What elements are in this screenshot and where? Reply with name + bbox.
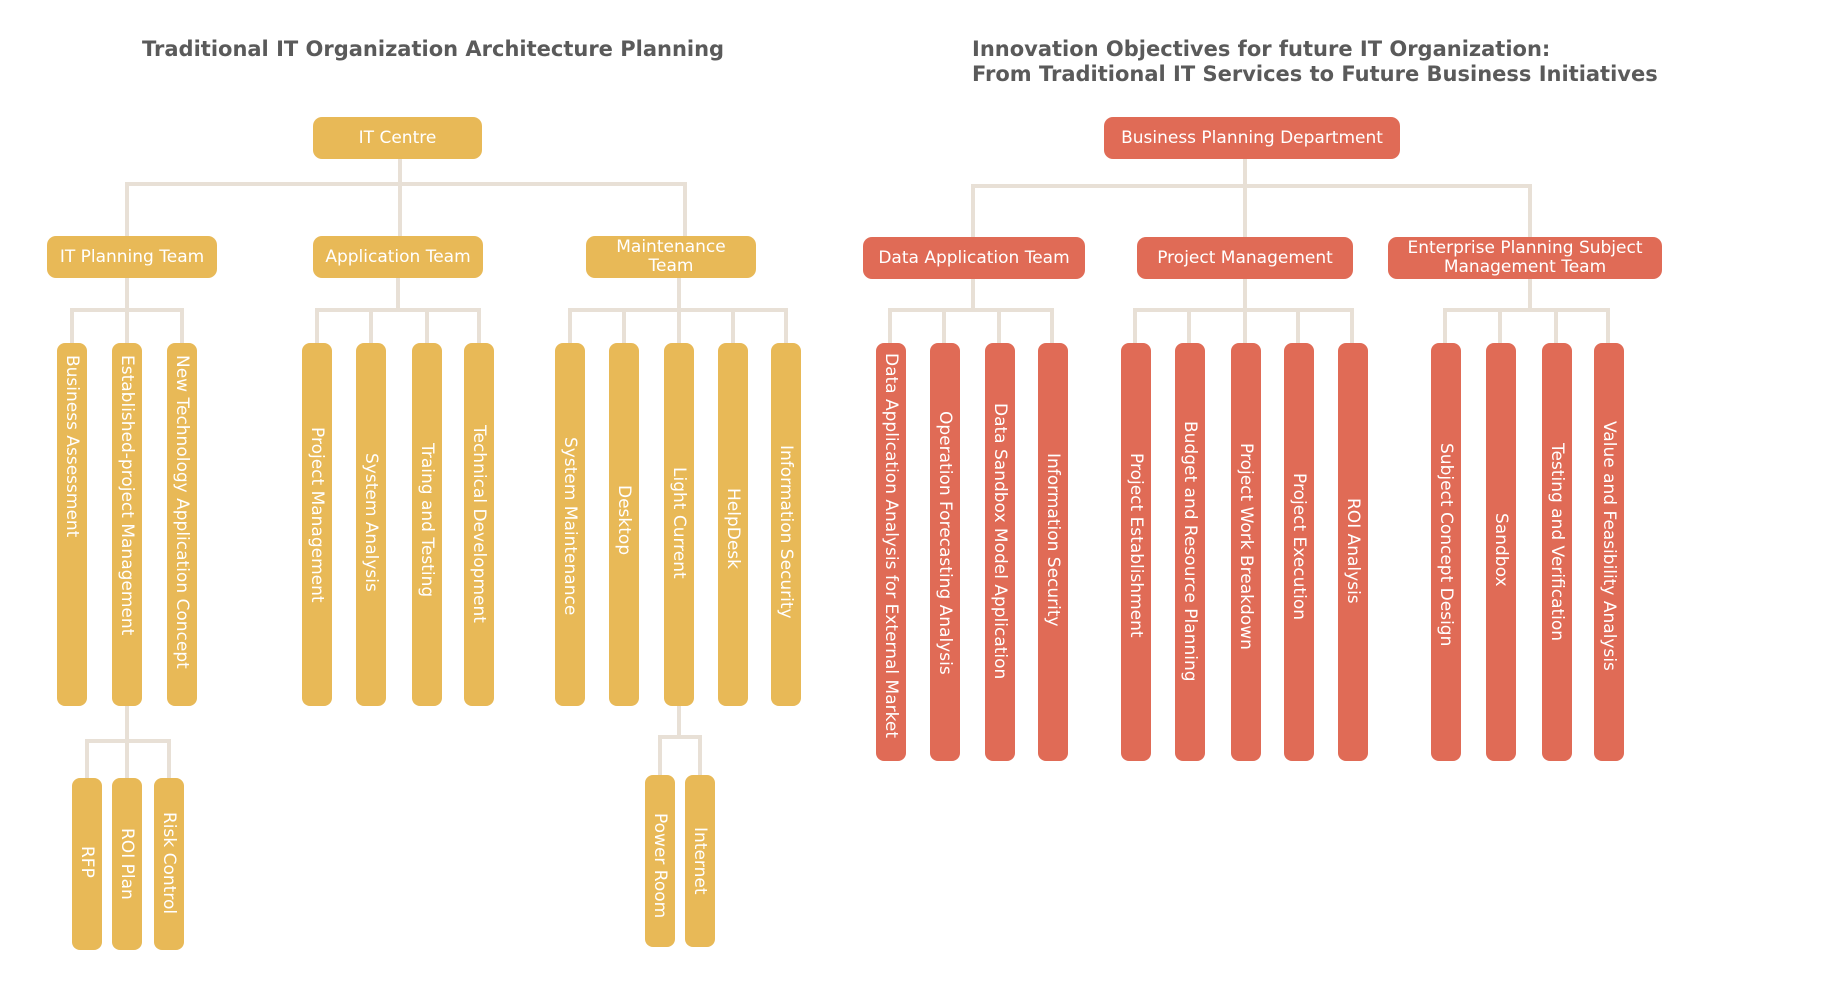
leaf-label: Operation Forecasting Analysis xyxy=(935,411,955,675)
root-node-it-centre: IT Centre xyxy=(313,117,482,159)
leaf-label: New Technology Application Concept xyxy=(172,355,192,669)
leaf-node: Project Work Breakdown xyxy=(1231,343,1261,761)
leaf-node: Internet xyxy=(685,775,715,947)
leaf-label: Project Management xyxy=(307,427,327,603)
leaf-node: ROI Plan xyxy=(112,778,142,950)
leaf-label: Risk Control xyxy=(159,812,179,915)
leaf-node: Traing and Testing xyxy=(412,343,442,706)
leaf-node: Data Application Analysis for External M… xyxy=(876,343,906,761)
leaf-label: Project Work Breakdown xyxy=(1236,443,1256,650)
leaf-node: Project Management xyxy=(302,343,332,706)
leaf-label: Information Security xyxy=(1043,453,1063,627)
leaf-node: Testing and Verification xyxy=(1542,343,1572,761)
leaf-node: Risk Control xyxy=(154,778,184,950)
leaf-node: Desktop xyxy=(609,343,639,706)
leaf-node: New Technology Application Concept xyxy=(167,343,197,706)
leaf-node: Information Security xyxy=(771,343,801,706)
leaf-label: Project Establishment xyxy=(1126,453,1146,638)
team-node-data-application: Data Application Team xyxy=(863,237,1085,279)
leaf-node: Established-project Management xyxy=(112,343,142,706)
leaf-label: Subject Concept Design xyxy=(1436,443,1456,647)
team-node-application: Application Team xyxy=(313,236,483,278)
leaf-label: Project Execution xyxy=(1289,473,1309,620)
leaf-node: Subject Concept Design xyxy=(1431,343,1461,761)
leaf-label: Established-project Management xyxy=(117,355,137,636)
leaf-node: Budget and Resource Planning xyxy=(1175,343,1205,761)
leaf-label: ROI Plan xyxy=(117,828,137,900)
leaf-label: System Maintenance xyxy=(560,437,580,616)
leaf-label: Data Application Analysis for External M… xyxy=(881,353,901,738)
leaf-label: Power Room xyxy=(650,813,670,919)
team-label-line2: Management Team xyxy=(1443,257,1607,277)
leaf-node: RFP xyxy=(72,778,102,950)
team-node-project-management: Project Management xyxy=(1137,237,1353,279)
leaf-label: HelpDesk xyxy=(723,488,743,570)
leaf-node: Business Assessment xyxy=(57,343,87,706)
leaf-label: System Analysis xyxy=(361,453,381,592)
team-node-maintenance: Maintenance Team xyxy=(586,236,756,278)
leaf-node: Value and Feasibility Analysis xyxy=(1594,343,1624,761)
leaf-label: Desktop xyxy=(614,485,634,556)
leaf-label: Internet xyxy=(690,827,710,895)
root-node-business-planning: Business Planning Department xyxy=(1104,117,1400,159)
leaf-node: Project Execution xyxy=(1284,343,1314,761)
team-label-line1: Enterprise Planning Subject xyxy=(1407,238,1643,258)
leaf-node: Project Establishment xyxy=(1121,343,1151,761)
right-diagram-title-line1: Innovation Objectives for future IT Orga… xyxy=(972,37,1551,61)
leaf-node: Technical Development xyxy=(464,343,494,706)
leaf-label: Technical Development xyxy=(469,425,489,623)
leaf-label: Light Current xyxy=(669,467,689,579)
leaf-node: System Maintenance xyxy=(555,343,585,706)
leaf-label: ROI Analysis xyxy=(1343,498,1363,604)
leaf-label: Sandbox xyxy=(1491,513,1511,587)
leaf-label: Testing and Verification xyxy=(1547,443,1567,642)
team-node-enterprise-planning: Enterprise Planning Subject Management T… xyxy=(1388,237,1662,279)
leaf-node: Sandbox xyxy=(1486,343,1516,761)
leaf-label: Information Security xyxy=(776,445,796,619)
leaf-node: Information Security xyxy=(1038,343,1068,761)
team-node-it-planning: IT Planning Team xyxy=(47,236,217,278)
leaf-label: Traing and Testing xyxy=(417,443,437,598)
leaf-node: Light Current xyxy=(664,343,694,706)
leaf-node: ROI Analysis xyxy=(1338,343,1368,761)
leaf-label: Business Assessment xyxy=(62,355,82,538)
leaf-label: Value and Feasibility Analysis xyxy=(1599,421,1619,671)
leaf-label: Data Sandbox Model Application xyxy=(990,403,1010,680)
leaf-node: Power Room xyxy=(645,775,675,947)
leaf-node: System Analysis xyxy=(356,343,386,706)
right-diagram-title-line2: From Traditional IT Services to Future B… xyxy=(972,62,1658,86)
leaf-node: Operation Forecasting Analysis xyxy=(930,343,960,761)
leaf-node: HelpDesk xyxy=(718,343,748,706)
left-diagram-title: Traditional IT Organization Architecture… xyxy=(142,37,725,61)
leaf-label: RFP xyxy=(77,846,97,878)
leaf-label: Budget and Resource Planning xyxy=(1180,421,1200,682)
leaf-node: Data Sandbox Model Application xyxy=(985,343,1015,761)
